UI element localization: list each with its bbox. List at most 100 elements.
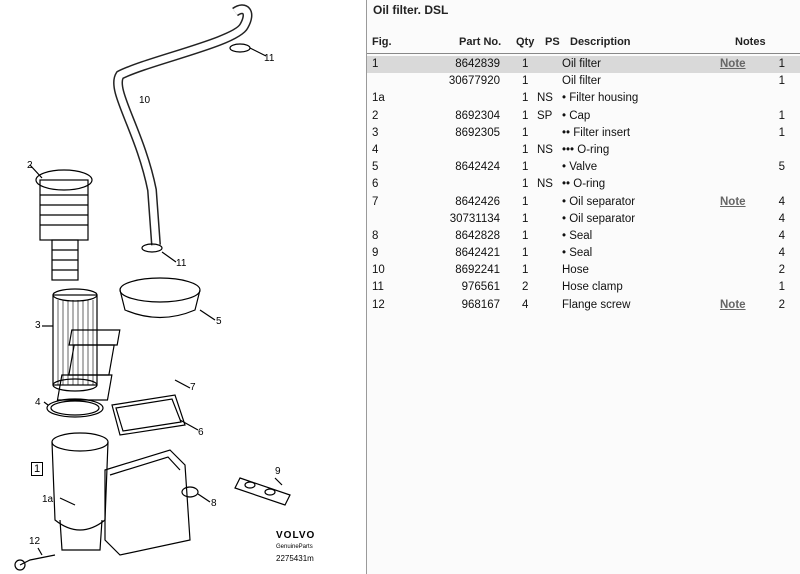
extra-qty-cell: 1 <box>778 75 785 88</box>
callout-3: 3 <box>35 320 41 331</box>
callout-4: 4 <box>35 397 41 408</box>
qty-cell: 1 <box>522 126 529 139</box>
table-row[interactable]: 12 968167 4 Flange screw Note 2 <box>367 297 800 314</box>
qty-cell: 1 <box>522 92 529 105</box>
table-row[interactable]: 30731134 1 • Oil separator 4 <box>367 211 800 228</box>
illustration-number: 2275431m <box>276 554 314 563</box>
fig-cell: 1a <box>372 92 385 105</box>
ps-cell: NS <box>537 92 553 105</box>
qty-cell: 1 <box>522 212 529 225</box>
callout-12: 12 <box>29 536 41 547</box>
ps-cell: NS <box>537 143 553 156</box>
description-cell: • Cap <box>562 109 591 122</box>
exploded-parts-diagram: 11 10 2 11 5 3 7 4 6 9 1a 8 12 1 VOLVO G… <box>0 0 367 574</box>
qty-cell: 1 <box>522 178 529 191</box>
part-number-cell: 8642424 <box>455 161 500 174</box>
header-qty: Qty <box>516 36 535 48</box>
extra-qty-cell: 4 <box>778 195 785 208</box>
extra-qty-cell: 4 <box>778 229 785 242</box>
fig-cell: 7 <box>372 195 379 208</box>
fig-cell: 8 <box>372 229 379 242</box>
description-cell: • Filter housing <box>562 92 639 105</box>
qty-cell: 1 <box>522 75 529 88</box>
header-ps: PS <box>545 36 560 48</box>
note-link[interactable]: Note <box>720 58 746 70</box>
fig-cell: 12 <box>372 298 385 311</box>
qty-cell: 4 <box>522 298 529 311</box>
table-header: Fig. Part No. Qty PS Description Notes <box>367 36 800 52</box>
header-fig: Fig. <box>372 36 392 48</box>
part-number-cell: 8692305 <box>455 126 500 139</box>
fig-cell: 1 <box>372 58 379 70</box>
part-number-cell: 8692241 <box>455 264 500 277</box>
qty-cell: 1 <box>522 143 529 156</box>
note-link[interactable]: Note <box>720 298 746 311</box>
fig-cell: 11 <box>372 281 384 294</box>
part-number-cell: 8642421 <box>455 247 500 260</box>
header-notes: Notes <box>735 36 766 48</box>
table-row[interactable]: 7 8642426 1 • Oil separator Note 4 <box>367 194 800 211</box>
brand-logo: VOLVO <box>276 530 316 541</box>
description-cell: •• O-ring <box>562 178 606 191</box>
extra-qty-cell: 1 <box>778 109 785 122</box>
description-cell: • Oil separator <box>562 195 636 208</box>
part-number-cell: 8642426 <box>455 195 500 208</box>
description-cell: • Valve <box>562 161 598 174</box>
extra-qty-cell: 2 <box>778 264 785 277</box>
ps-cell: SP <box>537 109 553 122</box>
part-number-cell: 976561 <box>461 281 500 294</box>
fig-cell: 5 <box>372 161 379 174</box>
ps-cell: NS <box>537 178 553 191</box>
callout-5: 5 <box>216 316 222 327</box>
qty-cell: 1 <box>522 247 529 260</box>
fig-cell: 4 <box>372 143 379 156</box>
qty-cell: 1 <box>522 264 529 277</box>
header-description: Description <box>570 36 631 48</box>
qty-cell: 1 <box>522 109 529 122</box>
extra-qty-cell: 5 <box>778 161 785 174</box>
callout-10: 10 <box>139 95 151 106</box>
description-cell: • Seal <box>562 247 593 260</box>
fig-cell: 3 <box>372 126 379 139</box>
parts-drawing <box>14 4 291 571</box>
callout-6: 6 <box>198 427 204 438</box>
description-cell: •• Filter insert <box>562 126 631 139</box>
callout-8: 8 <box>211 498 217 509</box>
part-number-cell: 30731134 <box>449 212 500 225</box>
header-part-no: Part No. <box>459 36 502 48</box>
brand-subtitle: GenuineParts <box>276 544 313 550</box>
qty-cell: 1 <box>522 161 529 174</box>
callout-2: 2 <box>27 160 33 171</box>
description-cell: Oil filter <box>562 58 601 70</box>
callout-9: 9 <box>275 466 281 477</box>
fig-cell: 10 <box>372 264 385 277</box>
part-number-cell: 968167 <box>461 298 500 311</box>
fig-cell: 2 <box>372 109 379 122</box>
qty-cell: 1 <box>522 195 529 208</box>
panel-title: Oil filter. DSL <box>373 3 449 17</box>
description-cell: • Seal <box>562 229 593 242</box>
reference-box: 1 <box>31 462 44 476</box>
parts-list-panel: Oil filter. DSL Fig. Part No. Qty PS Des… <box>367 0 800 574</box>
part-number-cell: 30677920 <box>448 75 500 88</box>
extra-qty-cell: 2 <box>778 298 785 311</box>
part-number-cell: 8642839 <box>455 58 500 70</box>
description-cell: Flange screw <box>562 298 631 311</box>
extra-qty-cell: 4 <box>778 212 785 225</box>
callout-11-lower: 11 <box>176 258 187 269</box>
description-cell: • Oil separator <box>562 212 636 225</box>
note-link[interactable]: Note <box>720 195 746 208</box>
table-row[interactable]: 5 8642424 1 • Valve 5 <box>367 159 800 176</box>
extra-qty-cell: 1 <box>778 281 785 294</box>
table-row[interactable]: 1a 1 NS • Filter housing <box>367 90 800 107</box>
